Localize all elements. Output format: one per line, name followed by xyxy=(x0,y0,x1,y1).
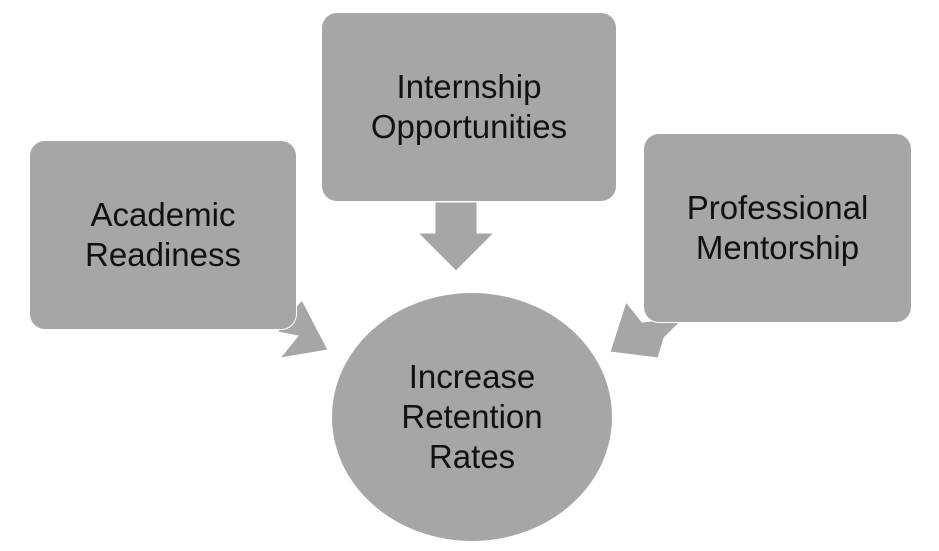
mentorship-line-2: Mentorship xyxy=(695,229,860,266)
academic-readiness-box: Academic Readiness xyxy=(29,140,297,330)
internship-line-1: Internship xyxy=(396,68,542,105)
goal-line-3: Rates xyxy=(428,438,516,475)
academic-line-1: Academic xyxy=(90,196,236,233)
academic-line-2: Readiness xyxy=(85,236,241,273)
goal-line-2: Retention xyxy=(401,398,543,435)
arrow-internship-to-goal xyxy=(416,201,496,272)
arrow-mentorship-to-goal xyxy=(609,300,686,359)
mentorship-line-1: Professional xyxy=(686,189,869,226)
professional-mentorship-box: Professional Mentorship xyxy=(643,133,912,323)
increase-retention-rates-circle: Increase Retention Rates xyxy=(331,292,613,542)
internship-opportunities-box: Internship Opportunities xyxy=(321,12,617,202)
internship-line-2: Opportunities xyxy=(370,108,568,145)
goal-line-1: Increase xyxy=(408,358,536,395)
